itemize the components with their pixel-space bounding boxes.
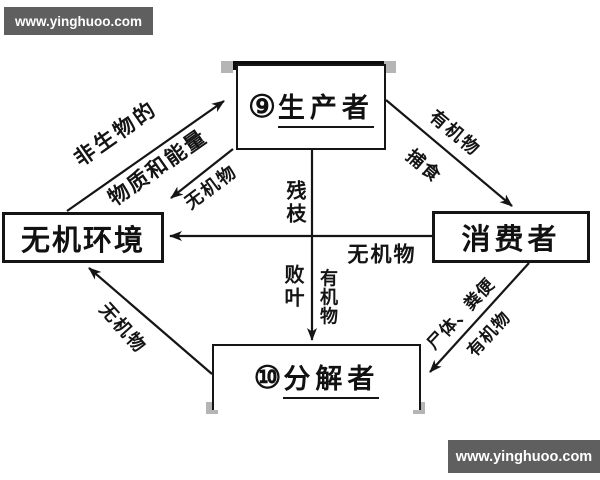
selection-handle-top-right (384, 61, 396, 73)
watermark-text: www.yinghuoo.com (15, 13, 142, 29)
consumer-label: 消费者 (461, 224, 561, 256)
decomposer-label: 分解者 (283, 357, 380, 399)
watermark-top-left: www.yinghuoo.com (4, 7, 153, 35)
node-inorganic-environment: 无机环境 (2, 212, 164, 263)
arrow-decomposer-to-inorganic (88, 267, 213, 375)
edge-label-debris-line1: 残枝 (283, 180, 305, 226)
edge-label-inorganic-middle: 无机物 (347, 242, 417, 267)
selection-handle-top-left (221, 61, 233, 73)
arrow-producer-to-inorganic (170, 148, 234, 199)
producer-number-badge: ⑨ (248, 89, 276, 124)
arrow-producer-to-consumer (385, 99, 513, 207)
decomposer-number-badge: ⑩ (253, 360, 282, 395)
arrow-consumer-to-decomposer (429, 262, 530, 373)
producer-label: 生产者 (277, 86, 374, 128)
edge-label-debris-line2: 败叶 (281, 264, 303, 310)
inorganic-environment-label: 无机环境 (20, 224, 145, 257)
node-consumer: 消费者 (432, 211, 590, 263)
watermark-bottom-right: www.yinghuoo.com (448, 440, 600, 473)
watermark-text: www.yinghuoo.com (455, 448, 593, 465)
arrow-inorganic-to-producer (66, 100, 225, 212)
edge-label-organic-middle: 有机物 (318, 268, 338, 326)
